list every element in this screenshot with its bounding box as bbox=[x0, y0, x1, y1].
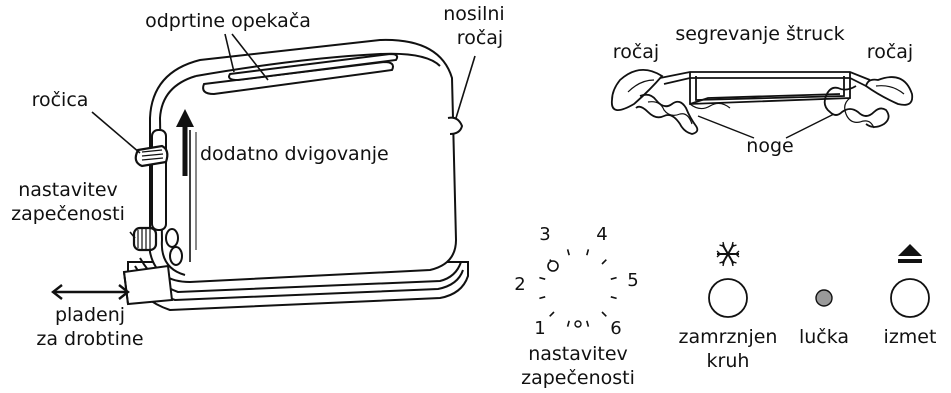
dial-ticks bbox=[539, 249, 617, 328]
label-crumb-tray-1: pladenj bbox=[55, 304, 125, 326]
dial-bottom-marker bbox=[574, 320, 582, 328]
label-eject: izmet bbox=[884, 326, 937, 348]
frozen-bread-button[interactable] bbox=[708, 278, 748, 318]
label-carry-handle-1: nosilni bbox=[443, 3, 504, 25]
dial-number-3: 3 bbox=[539, 224, 550, 245]
leader-lines bbox=[91, 33, 476, 239]
label-browning-2: zapečenosti bbox=[11, 203, 125, 225]
dial-number-1: 1 bbox=[534, 318, 545, 339]
bun-warmer-handle-right bbox=[864, 76, 914, 106]
extra-lift-arrow bbox=[176, 109, 194, 176]
dial-tick bbox=[610, 296, 617, 300]
label-bun-warmer: segrevanje štruck bbox=[675, 23, 844, 45]
dial-number-6: 6 bbox=[610, 318, 621, 339]
snowflake-icon bbox=[716, 241, 740, 267]
front-button-top bbox=[165, 228, 179, 248]
label-carry-handle-2: ročaj bbox=[457, 27, 503, 49]
dial-tick bbox=[566, 249, 570, 256]
dial-tick bbox=[566, 320, 570, 327]
crumb-tray-arrow bbox=[51, 284, 130, 300]
lever-shape bbox=[134, 144, 169, 168]
bun-warmer-handle-left bbox=[611, 69, 664, 111]
eject-button[interactable] bbox=[890, 278, 930, 318]
dial-tick bbox=[539, 296, 546, 300]
label-handle-right: ročaj bbox=[867, 41, 913, 63]
label-lamp: lučka bbox=[799, 326, 849, 348]
dial-numbers: 1 2 3 4 5 6 bbox=[514, 224, 638, 339]
dial-number-2: 2 bbox=[514, 274, 525, 295]
dial-tick bbox=[586, 249, 590, 256]
label-frozen-1: zamrznjen bbox=[679, 326, 778, 348]
label-crumb-tray-2: za drobtine bbox=[36, 328, 143, 350]
dial-tick bbox=[601, 259, 607, 265]
dial-tick bbox=[549, 311, 555, 317]
label-dial-title-2: zapečenosti bbox=[521, 367, 635, 389]
label-legs: noge bbox=[746, 135, 793, 157]
dial-number-5: 5 bbox=[627, 270, 638, 291]
dial-tick bbox=[601, 311, 607, 317]
bread-slot-back bbox=[228, 52, 399, 82]
toaster-illustration bbox=[122, 38, 469, 312]
dial-indicator bbox=[547, 260, 559, 272]
label-dial-title-1: nastavitev bbox=[528, 343, 628, 365]
label-browning-1: nastavitev bbox=[18, 179, 118, 201]
indicator-lamp bbox=[815, 289, 833, 307]
eject-icon bbox=[898, 244, 922, 263]
dial-tick bbox=[586, 320, 590, 327]
label-slots: odprtine opekača bbox=[145, 10, 311, 32]
dial-number-4: 4 bbox=[596, 224, 607, 245]
label-frozen-2: kruh bbox=[707, 350, 750, 372]
front-button-bottom bbox=[169, 246, 183, 266]
dial-tick bbox=[539, 276, 546, 280]
crumb-tray-shape bbox=[122, 264, 174, 306]
toaster-body bbox=[149, 38, 458, 284]
label-extra-lift: dodatno dvigovanje bbox=[200, 143, 389, 165]
dial-tick bbox=[610, 276, 617, 280]
bun-warmer-illustration bbox=[611, 69, 914, 139]
label-handle-left: ročaj bbox=[613, 41, 659, 63]
browning-knob bbox=[132, 226, 158, 252]
carry-handle-shape bbox=[447, 116, 464, 135]
label-lever: ročica bbox=[32, 89, 89, 111]
bread-slot-front bbox=[202, 60, 394, 96]
